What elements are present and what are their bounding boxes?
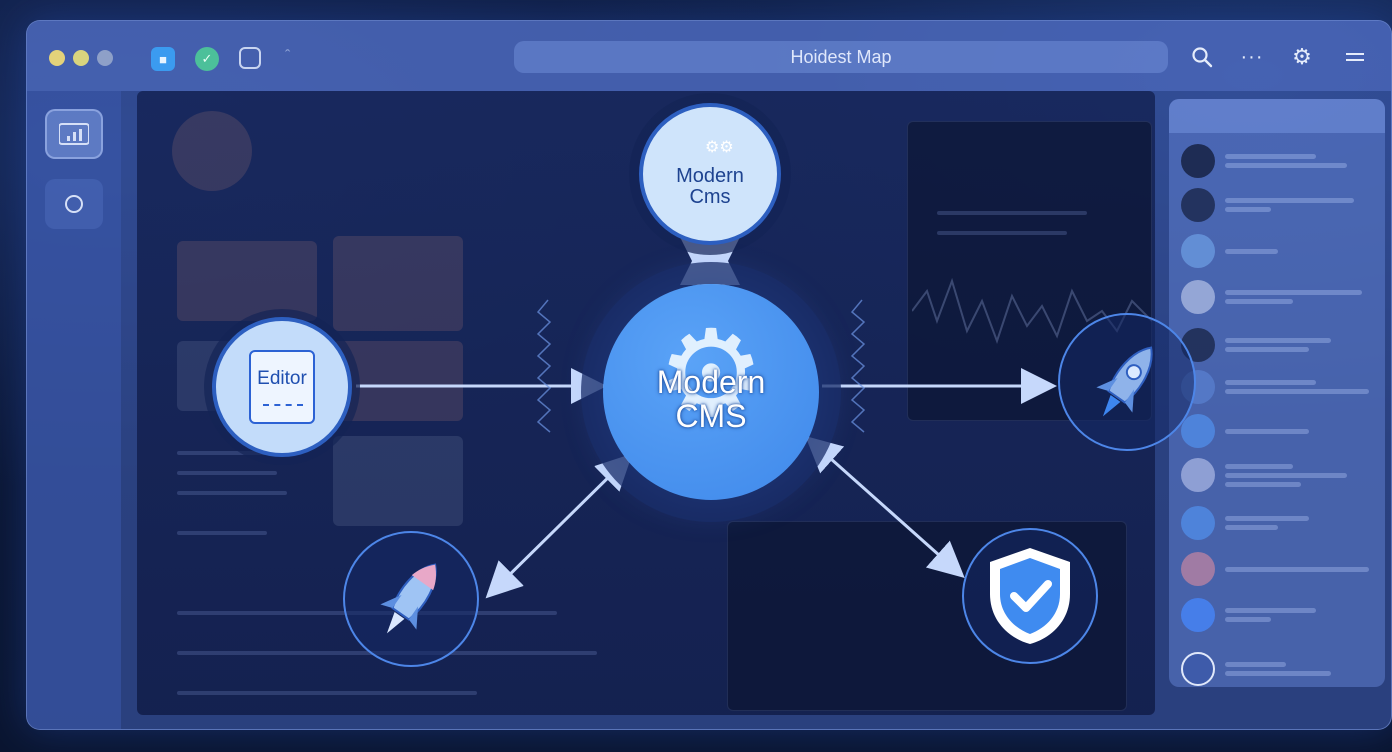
chevron-up-icon[interactable]: ˆ: [285, 48, 291, 65]
security-node[interactable]: [962, 528, 1098, 664]
background-line: [937, 231, 1067, 235]
avatar: [1181, 458, 1215, 492]
list-item[interactable]: [1181, 231, 1377, 271]
background-gear-card: [172, 111, 252, 191]
list-item[interactable]: [1181, 503, 1377, 543]
background-line: [177, 491, 287, 495]
zoom-window-button[interactable]: [97, 50, 113, 66]
background-line: [177, 451, 297, 455]
gear-icon[interactable]: ⚙: [1292, 44, 1312, 69]
document-icon: Editor: [249, 350, 315, 424]
avatar: [1181, 144, 1215, 178]
avatar: [1181, 414, 1215, 448]
gear-icon: ⚙: [657, 307, 765, 441]
search-icon[interactable]: [1187, 43, 1217, 71]
list-item[interactable]: [1181, 455, 1377, 495]
more-icon[interactable]: ···: [1240, 45, 1264, 68]
avatar: [1181, 234, 1215, 268]
circle-icon: [65, 195, 83, 213]
background-line: [937, 211, 1087, 215]
shield-check-icon: [990, 548, 1070, 644]
center-node-label-line1: Modern: [656, 364, 766, 400]
check-circle-icon: [1181, 652, 1215, 686]
rocket-node-left[interactable]: [343, 531, 479, 667]
top-node-label-line1: Modern: [676, 165, 744, 187]
list-item[interactable]: [1181, 367, 1377, 407]
right-panel-header: [1169, 99, 1385, 133]
menu-icon[interactable]: [1340, 43, 1370, 71]
list-item[interactable]: [1181, 649, 1377, 689]
editor-node-label: Editor: [257, 368, 307, 389]
avatar: [1181, 188, 1215, 222]
editor-node[interactable]: Editor: [212, 317, 352, 457]
check-badge-icon[interactable]: ✓: [195, 47, 219, 71]
list-item[interactable]: [1181, 277, 1377, 317]
list-item[interactable]: [1181, 141, 1377, 181]
background-line: [177, 471, 277, 475]
gears-icon: ⚙⚙: [705, 139, 734, 156]
list-item[interactable]: [1181, 549, 1377, 589]
list-item[interactable]: [1181, 595, 1377, 635]
left-sidebar: [27, 91, 121, 729]
close-window-button[interactable]: [49, 50, 65, 66]
sidebar-analytics-button[interactable]: [45, 109, 103, 159]
rocket-icon: [380, 563, 437, 634]
background-line: [177, 531, 267, 535]
avatar: [1181, 598, 1215, 632]
background-card: [333, 341, 463, 421]
app-home-icon[interactable]: ■: [151, 47, 175, 71]
right-panel: [1169, 99, 1385, 687]
list-item[interactable]: [1181, 411, 1377, 451]
title-bar: ■ ✓ ˆ Hoidest Map ··· ⚙: [27, 21, 1391, 91]
avatar: [1181, 506, 1215, 540]
background-card: [177, 241, 317, 321]
avatar: [1181, 280, 1215, 314]
rocket-node-right[interactable]: [1058, 313, 1196, 451]
center-node-label-line2: CMS: [675, 398, 747, 434]
document-icon[interactable]: [239, 47, 261, 69]
background-line: [177, 691, 477, 695]
minimize-window-button[interactable]: [73, 50, 89, 66]
rocket-icon: [1096, 346, 1153, 417]
modern-cms-center-node[interactable]: ⚙ Modern CMS: [603, 284, 819, 500]
bar-chart-icon: [59, 123, 89, 145]
list-item[interactable]: [1181, 325, 1377, 365]
background-card: [333, 436, 463, 526]
list-item[interactable]: [1181, 185, 1377, 225]
avatar: [1181, 552, 1215, 586]
top-node-label-line2: Cms: [689, 186, 731, 208]
sidebar-circle-button[interactable]: [45, 179, 103, 229]
modern-cms-top-node[interactable]: ⚙⚙ Modern Cms: [639, 103, 781, 245]
background-card: [333, 236, 463, 331]
window-title: Hoidest Map: [790, 46, 892, 67]
window-title-bar-field[interactable]: Hoidest Map: [514, 41, 1168, 73]
